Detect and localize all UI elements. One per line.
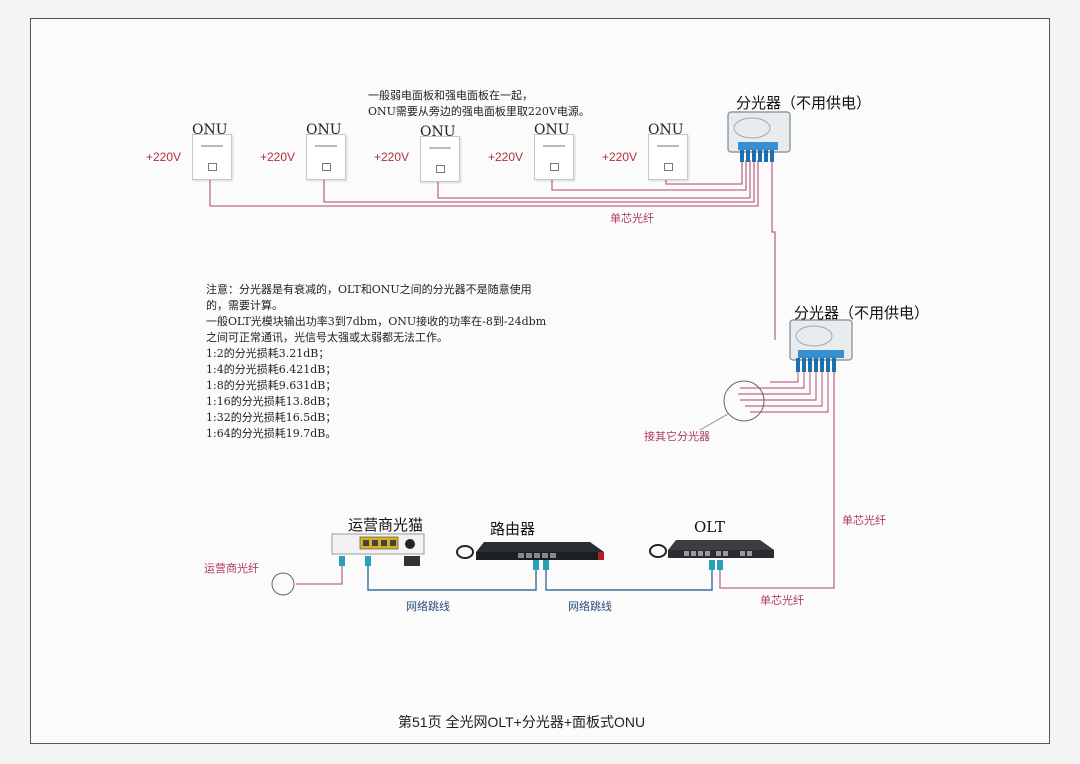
other-splitter-label: 接其它分光器 <box>644 430 710 443</box>
connector-stubs <box>339 556 723 570</box>
patch-label: 网络跳线 <box>406 600 450 613</box>
top-note-line2: ONU需要从旁边的强电面板里取220V电源。 <box>368 105 590 118</box>
fiber-label-right: 单芯光纤 <box>842 514 886 527</box>
fiber-label-top: 单芯光纤 <box>610 212 654 225</box>
operator-fiber-line <box>296 564 343 585</box>
notes-block: 注意：分光器是有衰减的，OLT和ONU之间的分光器不是随意使用 的，需要计算。 … <box>206 282 546 442</box>
olt-fiber <box>719 372 835 589</box>
splitter-top-label: 分光器（不用供电） <box>736 94 872 112</box>
splitter-mid-box <box>789 319 853 372</box>
note-line: 注意：分光器是有衰减的，OLT和ONU之间的分光器不是随意使用 <box>206 283 532 296</box>
power-label: +220V <box>374 150 410 164</box>
other-splitter-leader <box>699 413 729 431</box>
router-device <box>456 542 604 560</box>
splitter-mid-label: 分光器（不用供电） <box>794 304 930 322</box>
onu-panel <box>306 134 346 180</box>
note-line: 1:8的分光损耗9.631dB； <box>206 379 337 392</box>
onu-panel <box>192 134 232 180</box>
trunk-fiber <box>771 152 776 340</box>
router-label: 路由器 <box>490 520 536 538</box>
onu-panel <box>534 134 574 180</box>
olt-label: OLT <box>694 518 726 536</box>
fiber-label-bottom: 单芯光纤 <box>760 594 804 607</box>
operator-fiber-label: 运营商光纤 <box>204 562 259 575</box>
note-line: 1:32的分光损耗16.5dB； <box>206 411 337 424</box>
operator-fiber-circle <box>271 572 295 596</box>
modem-label: 运营商光猫 <box>348 516 424 534</box>
other-splitter-circle <box>723 380 765 422</box>
top-note-line1: 一般弱电面板和强电面板在一起， <box>368 89 533 102</box>
page-footer: 第51页 全光网OLT+分光器+面板式ONU <box>398 714 646 730</box>
splitter-top-box <box>727 111 791 162</box>
mid-splitter-outputs <box>738 372 829 413</box>
note-line: 的，需要计算。 <box>206 299 283 312</box>
onu-panel <box>420 136 460 182</box>
note-line: 1:64的分光损耗19.7dB。 <box>206 427 337 440</box>
power-label: +220V <box>602 150 638 164</box>
patch-cables <box>367 566 713 591</box>
note-line: 1:4的分光损耗6.421dB； <box>206 363 337 376</box>
power-label: +220V <box>146 150 182 164</box>
onu-fiber-bundle <box>209 160 759 207</box>
modem-device <box>331 533 425 566</box>
note-line: 1:16的分光损耗13.8dB； <box>206 395 337 408</box>
note-line: 一般OLT光模块输出功率3到7dbm，ONU接收的功率在-8到-24dbm <box>206 315 547 328</box>
power-label: +220V <box>488 150 524 164</box>
note-line: 之间可正常通讯，光信号太强或太弱都无法工作。 <box>206 331 448 344</box>
note-line: 1:2的分光损耗3.21dB； <box>206 347 330 360</box>
onu-panel <box>648 134 688 180</box>
patch-label: 网络跳线 <box>568 600 612 613</box>
olt-device <box>649 540 774 558</box>
power-label: +220V <box>260 150 296 164</box>
